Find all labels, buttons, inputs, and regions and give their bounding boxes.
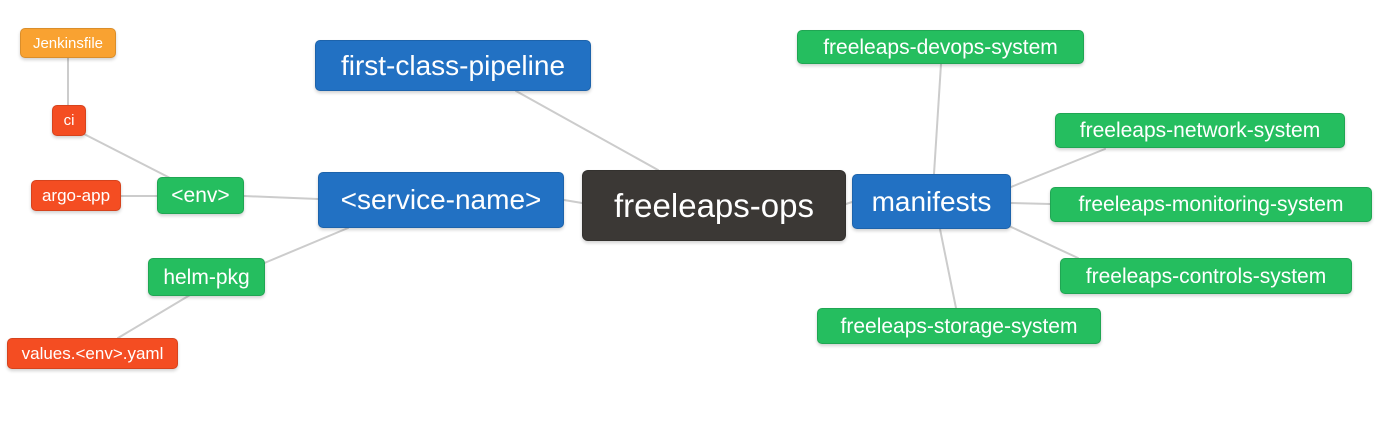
node-env[interactable]: <env> xyxy=(157,177,244,214)
node-helm-pkg[interactable]: helm-pkg xyxy=(148,258,265,296)
node-values-env-yaml[interactable]: values.<env>.yaml xyxy=(7,338,178,369)
edge-manifests-to-network-system xyxy=(1010,148,1106,188)
node-freeleaps-network-system[interactable]: freeleaps-network-system xyxy=(1055,113,1345,148)
node-argo-app[interactable]: argo-app xyxy=(31,180,121,211)
edge-manifests-to-controls-system xyxy=(1008,225,1079,259)
edge-helm-pkg-to-service-name xyxy=(261,227,349,265)
node-freeleaps-ops-root[interactable]: freeleaps-ops xyxy=(582,170,846,241)
node-freeleaps-monitoring-system[interactable]: freeleaps-monitoring-system xyxy=(1050,187,1372,222)
edge-service-name-to-freeleaps-ops xyxy=(563,199,583,204)
node-freeleaps-devops-system[interactable]: freeleaps-devops-system xyxy=(797,30,1084,64)
node-service-name[interactable]: <service-name> xyxy=(318,172,564,228)
edge-manifests-to-devops-system xyxy=(933,63,942,175)
edge-values-env-yaml-to-helm-pkg xyxy=(117,294,191,339)
edge-freeleaps-ops-to-manifests xyxy=(845,201,853,205)
node-freeleaps-controls-system[interactable]: freeleaps-controls-system xyxy=(1060,258,1352,294)
node-jenkinsfile[interactable]: Jenkinsfile xyxy=(20,28,116,58)
node-freeleaps-storage-system[interactable]: freeleaps-storage-system xyxy=(817,308,1101,344)
node-ci[interactable]: ci xyxy=(52,105,86,136)
edge-manifests-to-storage-system xyxy=(939,228,957,309)
edge-first-class-pipeline-to-freeleaps-ops xyxy=(515,90,659,171)
edge-ci-to-env xyxy=(83,133,173,180)
node-first-class-pipeline[interactable]: first-class-pipeline xyxy=(315,40,591,91)
edge-env-to-service-name xyxy=(243,195,319,200)
edge-manifests-to-monitoring-system xyxy=(1010,202,1051,205)
node-manifests[interactable]: manifests xyxy=(852,174,1011,229)
